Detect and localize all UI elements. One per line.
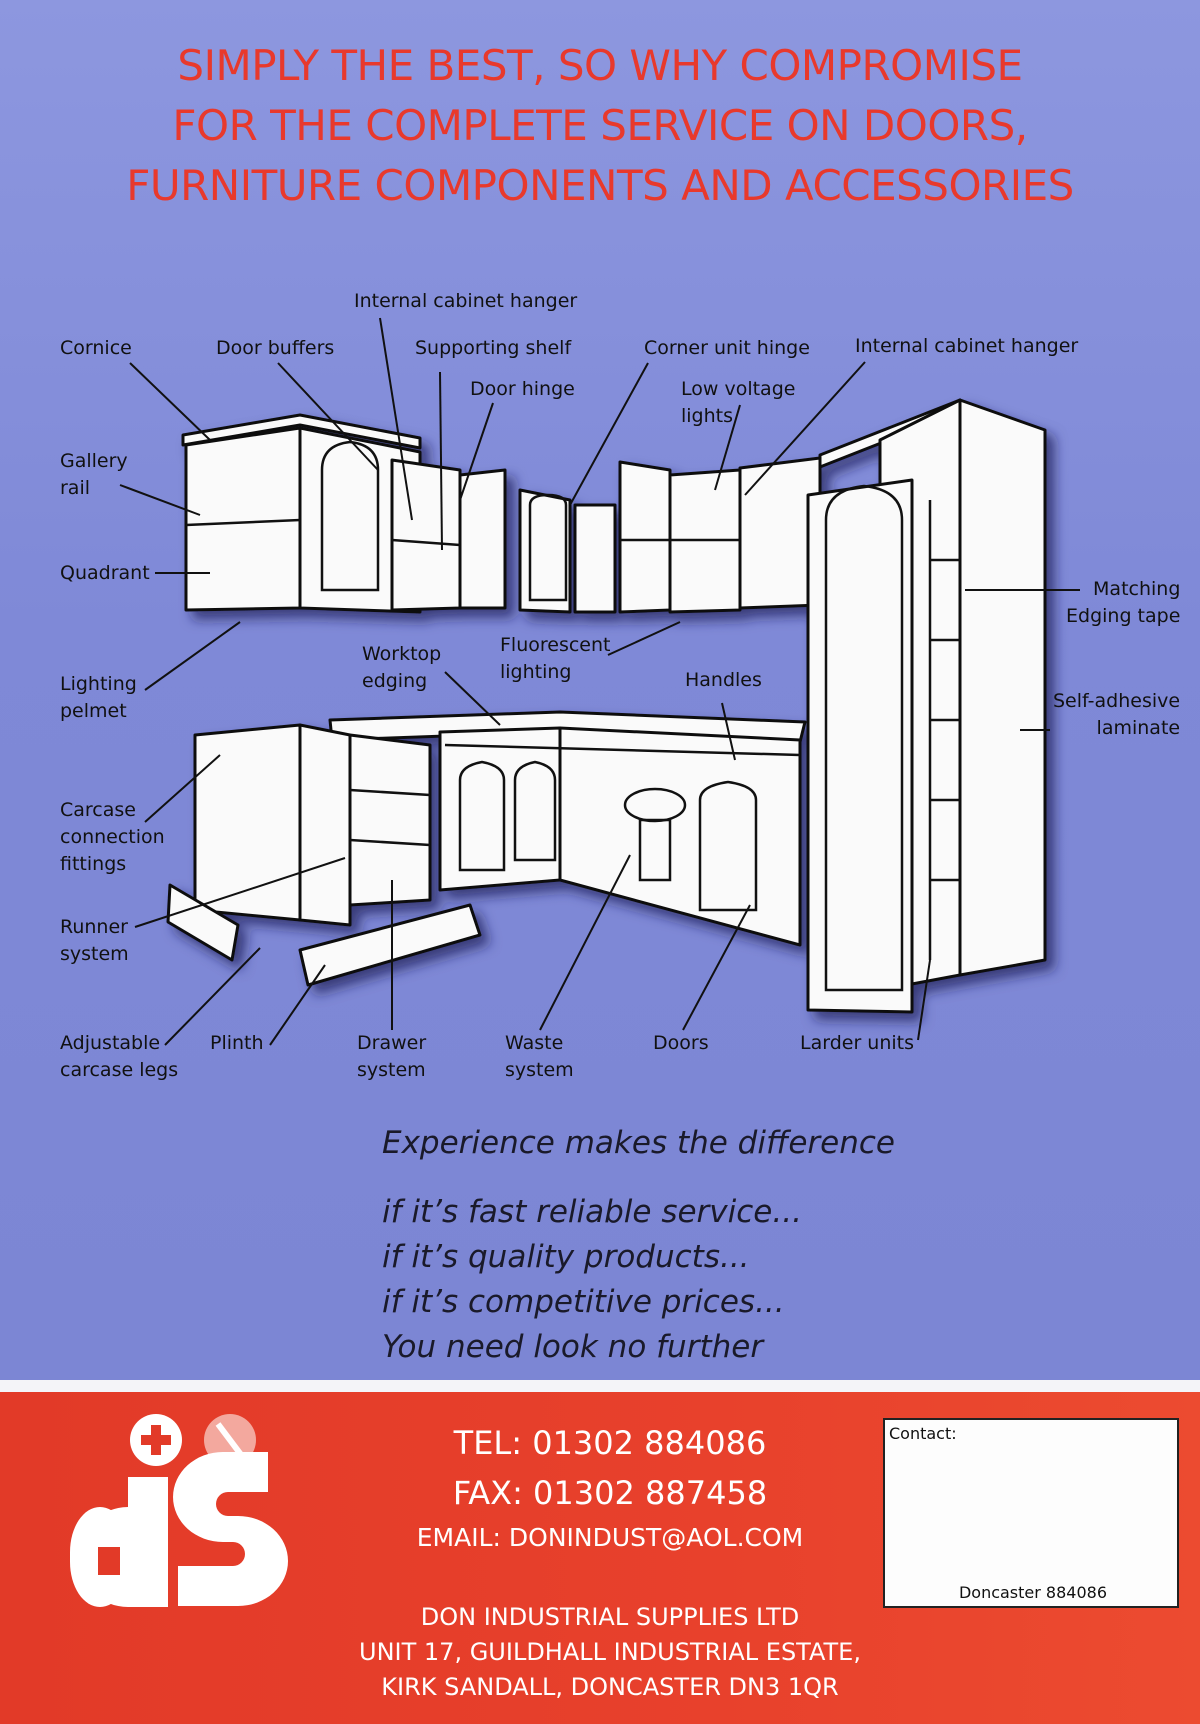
label-supporting-shelf: Supporting shelf <box>415 337 572 359</box>
label-runner-system: Runner system <box>60 916 129 965</box>
label-door-hinge: Door hinge <box>470 378 575 400</box>
label-plinth: Plinth <box>210 1032 264 1054</box>
headline-line-2: FOR THE COMPLETE SERVICE ON DOORS, <box>172 101 1028 150</box>
divider-band <box>0 1380 1200 1392</box>
label-waste-system: Waste system <box>505 1032 574 1081</box>
label-handles: Handles <box>685 669 762 691</box>
selling-points: if it’s fast reliable service... if it’s… <box>382 1190 802 1370</box>
label-self-adhesive-laminate: Self-adhesive laminate <box>1053 690 1181 739</box>
label-low-voltage-lights: Low voltage lights <box>681 378 796 427</box>
point-4: You need look no further <box>382 1329 764 1365</box>
label-door-buffers: Door buffers <box>216 337 335 359</box>
label-lighting-pelmet: Lighting pelmet <box>60 673 137 722</box>
label-matching-edging-tape: Matching Edging tape <box>1066 578 1181 627</box>
address-line-2: UNIT 17, GUILDHALL INDUSTRIAL ESTATE, <box>359 1638 861 1666</box>
contact-lines: TEL: 01302 884086 FAX: 01302 887458 EMAI… <box>340 1418 880 1558</box>
label-quadrant: Quadrant <box>60 562 150 584</box>
email: EMAIL: DONINDUST@AOL.COM <box>416 1523 804 1552</box>
label-internal-cabinet-hanger-top: Internal cabinet hanger <box>354 290 578 312</box>
headline-line-3: FURNITURE COMPONENTS AND ACCESSORIES <box>126 161 1074 210</box>
address-line-3: KIRK SANDALL, DONCASTER DN3 1QR <box>381 1673 839 1701</box>
contact-stamp: Doncaster 884086 <box>958 1583 1107 1602</box>
label-gallery-rail: Gallery rail <box>60 450 128 499</box>
label-carcase-connection-fittings: Carcase connection fittings <box>60 799 165 875</box>
point-2: if it’s quality products... <box>382 1239 750 1275</box>
label-doors: Doors <box>653 1032 709 1054</box>
company-logo <box>70 1414 288 1607</box>
label-drawer-system: Drawer system <box>357 1032 427 1081</box>
headline-line-1: SIMPLY THE BEST, SO WHY COMPROMISE <box>177 41 1023 90</box>
fax: FAX: 01302 887458 <box>452 1474 768 1512</box>
address-line-1: DON INDUSTRIAL SUPPLIES LTD <box>420 1603 800 1631</box>
label-fluorescent-lighting: Fluorescent lighting <box>500 634 611 683</box>
label-corner-unit-hinge: Corner unit hinge <box>644 337 810 359</box>
label-adjustable-carcase-legs: Adjustable carcase legs <box>60 1032 179 1081</box>
tagline: Experience makes the difference <box>382 1125 895 1161</box>
footer: TEL: 01302 884086 FAX: 01302 887458 EMAI… <box>0 1392 1200 1724</box>
point-1: if it’s fast reliable service... <box>382 1194 802 1230</box>
company-address: DON INDUSTRIAL SUPPLIES LTD UNIT 17, GUI… <box>300 1600 920 1705</box>
label-worktop-edging: Worktop edging <box>362 643 442 692</box>
telephone: TEL: 01302 884086 <box>453 1424 767 1462</box>
label-larder-units: Larder units <box>800 1032 915 1054</box>
label-internal-cabinet-hanger-right: Internal cabinet hanger <box>855 335 1079 357</box>
contact-box: Contact: Doncaster 884086 <box>883 1418 1179 1608</box>
headline: SIMPLY THE BEST, SO WHY COMPROMISE FOR T… <box>0 36 1200 216</box>
kitchen-diagram <box>119 317 1080 1046</box>
contact-label: Contact: <box>889 1424 957 1443</box>
label-cornice: Cornice <box>60 337 132 359</box>
point-3: if it’s competitive prices... <box>382 1284 785 1320</box>
